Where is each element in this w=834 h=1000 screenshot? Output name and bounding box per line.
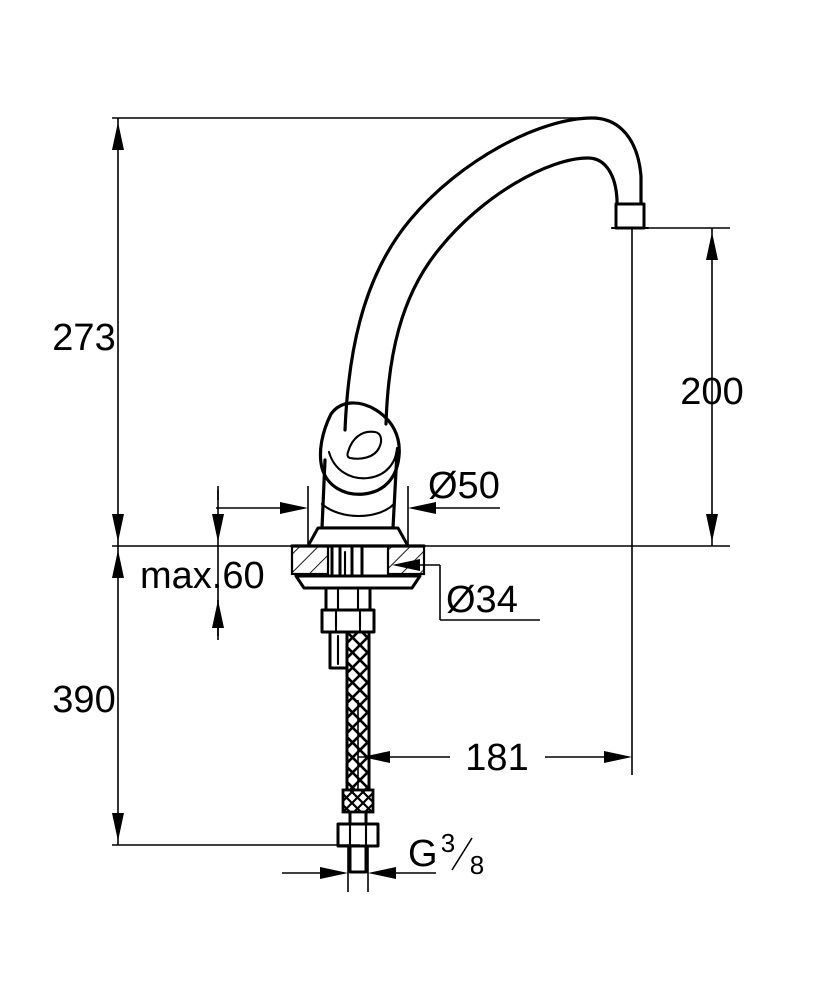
lever-handle — [318, 401, 401, 530]
dimension-reach: 181 — [358, 737, 632, 779]
arrowhead-down — [212, 514, 224, 542]
dimension-label-total-height: 273 — [52, 317, 115, 359]
dimension-deck-thickness: max.60 — [140, 490, 265, 636]
dimension-below-deck-length: 390 — [52, 546, 124, 845]
arrowhead-right — [408, 502, 436, 514]
dimension-label-thread-numerator: 3 — [441, 828, 455, 858]
dimension-label-thread-denominator: 8 — [470, 850, 484, 880]
dimension-base-diameter: Ø50 — [216, 465, 500, 514]
faucet-base-escutcheon — [306, 526, 410, 548]
dimension-thread-size: G 3 8 — [282, 828, 484, 880]
dimension-label-below-deck-length: 390 — [52, 679, 115, 721]
arrowhead-left — [362, 751, 390, 763]
dimension-label-hole-diameter: Ø34 — [446, 579, 518, 621]
arrowhead-left — [280, 502, 308, 514]
dimension-total-height: 273 — [52, 118, 124, 546]
arrowhead-up — [706, 232, 718, 260]
arrowhead-up — [112, 550, 124, 578]
arrowhead-right — [320, 867, 348, 879]
faucet-spout — [343, 116, 643, 432]
dimension-label-thread-g: G — [408, 833, 438, 875]
dimension-label-base-diameter: Ø50 — [428, 465, 500, 507]
arrowhead-down — [112, 813, 124, 841]
arrowhead-down — [706, 514, 718, 542]
arrowhead-up — [112, 122, 124, 150]
dimension-spout-height: 200 — [680, 228, 744, 546]
arrowhead-down — [112, 514, 124, 542]
dimension-hole-diameter: Ø34 — [392, 559, 540, 621]
arrowhead-left — [392, 559, 420, 571]
dimension-label-spout-height: 200 — [680, 371, 743, 413]
extension-lines — [112, 117, 730, 892]
arrowhead-left — [368, 867, 396, 879]
arrowhead-up — [212, 600, 224, 628]
dimension-label-reach: 181 — [465, 737, 528, 779]
spout-outlet-aerator — [610, 202, 650, 230]
dimension-label-deck-thickness: max.60 — [140, 555, 265, 597]
mounting-hardware — [294, 544, 422, 670]
arrowhead-right — [604, 751, 632, 763]
